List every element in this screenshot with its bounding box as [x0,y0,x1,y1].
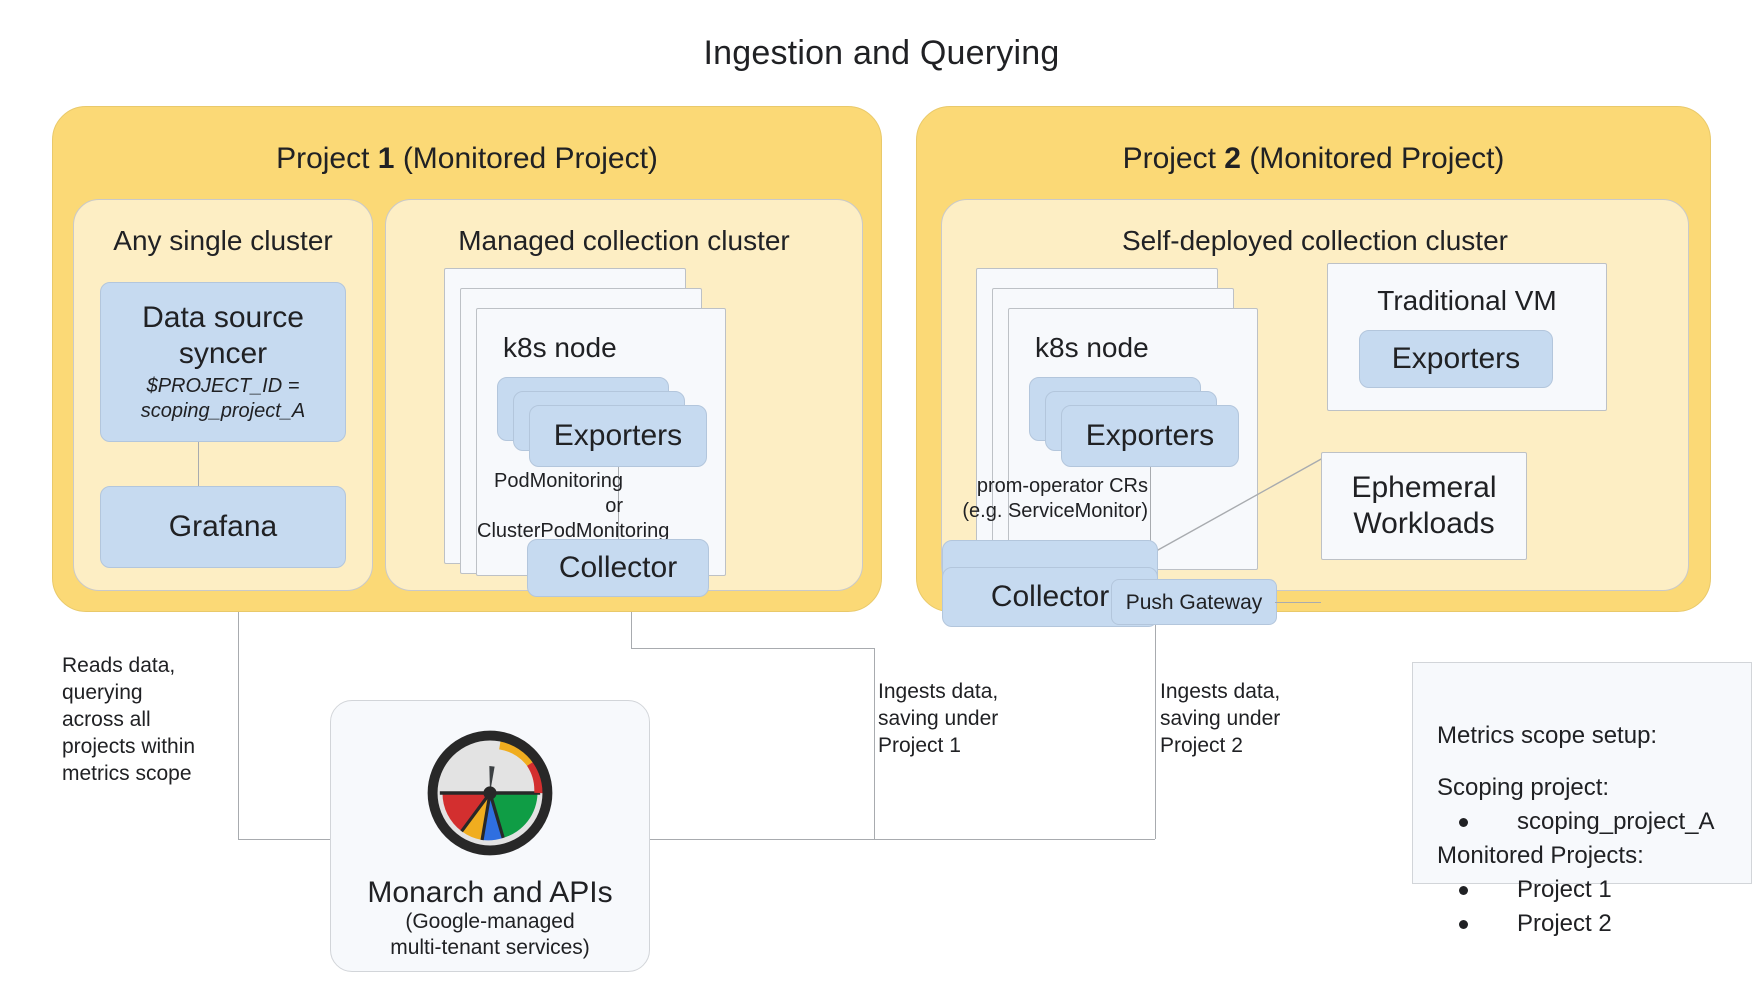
card-traditional-vm: Traditional VM Exporters [1327,263,1607,411]
connector-collector1-horizontal [631,648,874,649]
connector-grafana-horizontal [238,839,330,840]
page-title: Ingestion and Querying [703,34,1060,72]
annotation-reads-data: Reads data, querying across all projects… [62,654,196,785]
k8s-node-label: k8s node [503,332,617,363]
push-gateway-label: Push Gateway [1125,590,1263,614]
legend-scoping-heading: Scoping project: [1437,774,1610,801]
exporters-label-2: Exporters [1085,419,1215,452]
component-exporters-vm[interactable]: Exporters [1359,330,1553,388]
legend-spacer [1437,753,1737,771]
component-data-source-syncer[interactable]: Data source syncer $PROJECT_ID = scoping… [100,282,346,442]
cluster-any-single-cluster-title: Any single cluster [113,225,333,256]
connector-collector2-vertical [1155,570,1156,839]
component-exporters-managed[interactable]: Exporters [529,405,707,467]
legend-list-item: Project 2 [1437,907,1737,941]
connector-pushgw-ephemeral [1275,602,1321,603]
monarch-title: Monarch and APIs [367,876,613,909]
connector-collector1-down [874,648,875,839]
connector-collector2-horizontal [874,839,1155,840]
legend-heading: Metrics scope setup: [1437,722,1658,749]
connector-grafana-vertical [238,560,239,839]
ephemeral-workloads-title: Ephemeral Workloads [1351,471,1497,540]
collector-label: Collector [558,551,678,584]
k8s-node-card-front-2: k8s node Exporters [1008,308,1258,570]
cluster-any-single-cluster: Any single cluster Data source syncer $P… [73,199,373,591]
card-monarch-and-apis[interactable]: Monarch and APIs (Google-managed multi-t… [330,700,650,972]
connector-collector1-to-monarch [650,839,874,840]
component-collector-managed[interactable]: Collector [527,539,709,597]
k8s-node-card-front: k8s node Exporters PodMonitoring or Clus… [476,308,726,597]
connector-exporters-collector-1 [618,467,619,539]
exporters-vm-label: Exporters [1391,342,1521,375]
legend-list-item: Project 1 [1437,873,1737,907]
monitoring-gauge-icon [424,727,556,859]
cluster-managed-collection-title: Managed collection cluster [458,225,790,256]
legend-metrics-scope: Metrics scope setup: Scoping project: sc… [1412,662,1752,937]
component-grafana[interactable]: Grafana [100,486,346,568]
connector-syncer-grafana [198,442,199,486]
edge-label-prom-operator: prom-operator CRs (e.g. ServiceMonitor) [962,475,1148,522]
project-1-title: Project 1 (Monitored Project) [276,142,658,175]
data-source-syncer-project-id: $PROJECT_ID = scoping_project_A [140,375,306,422]
traditional-vm-title: Traditional VM [1377,285,1557,316]
k8s-node-label-2: k8s node [1035,332,1149,363]
monarch-subtitle: (Google-managed multi-tenant services) [390,910,590,959]
legend-list-item: scoping_project_A [1437,805,1737,839]
cluster-self-deployed-title: Self-deployed collection cluster [1122,225,1508,256]
exporters-label: Exporters [553,419,683,452]
component-push-gateway[interactable]: Push Gateway [1111,579,1277,625]
project-2-title: Project 2 (Monitored Project) [1122,142,1505,175]
annotation-ingest-project-1: Ingests data, saving under Project 1 [878,680,999,757]
project-2-container: Project 2 (Monitored Project) Self-deplo… [916,106,1711,627]
legend-monitored-heading: Monitored Projects: [1437,842,1644,869]
card-ephemeral-workloads: Ephemeral Workloads [1321,452,1527,560]
legend-monitored-list: Project 1 Project 2 [1437,873,1737,941]
collector-label-2: Collector [990,580,1110,613]
legend-scoping-list: scoping_project_A [1437,805,1737,839]
edge-label-podmonitoring: PodMonitoring or ClusterPodMonitoring [477,470,670,542]
grafana-label: Grafana [168,510,278,543]
component-exporters-self-deployed[interactable]: Exporters [1061,405,1239,467]
project-1-container: Project 1 (Monitored Project) Any single… [52,106,882,612]
annotation-ingest-project-2: Ingests data, saving under Project 2 [1160,680,1281,757]
cluster-managed-collection: Managed collection cluster k8s node Expo… [385,199,863,597]
data-source-syncer-label: Data source syncer [142,301,304,370]
